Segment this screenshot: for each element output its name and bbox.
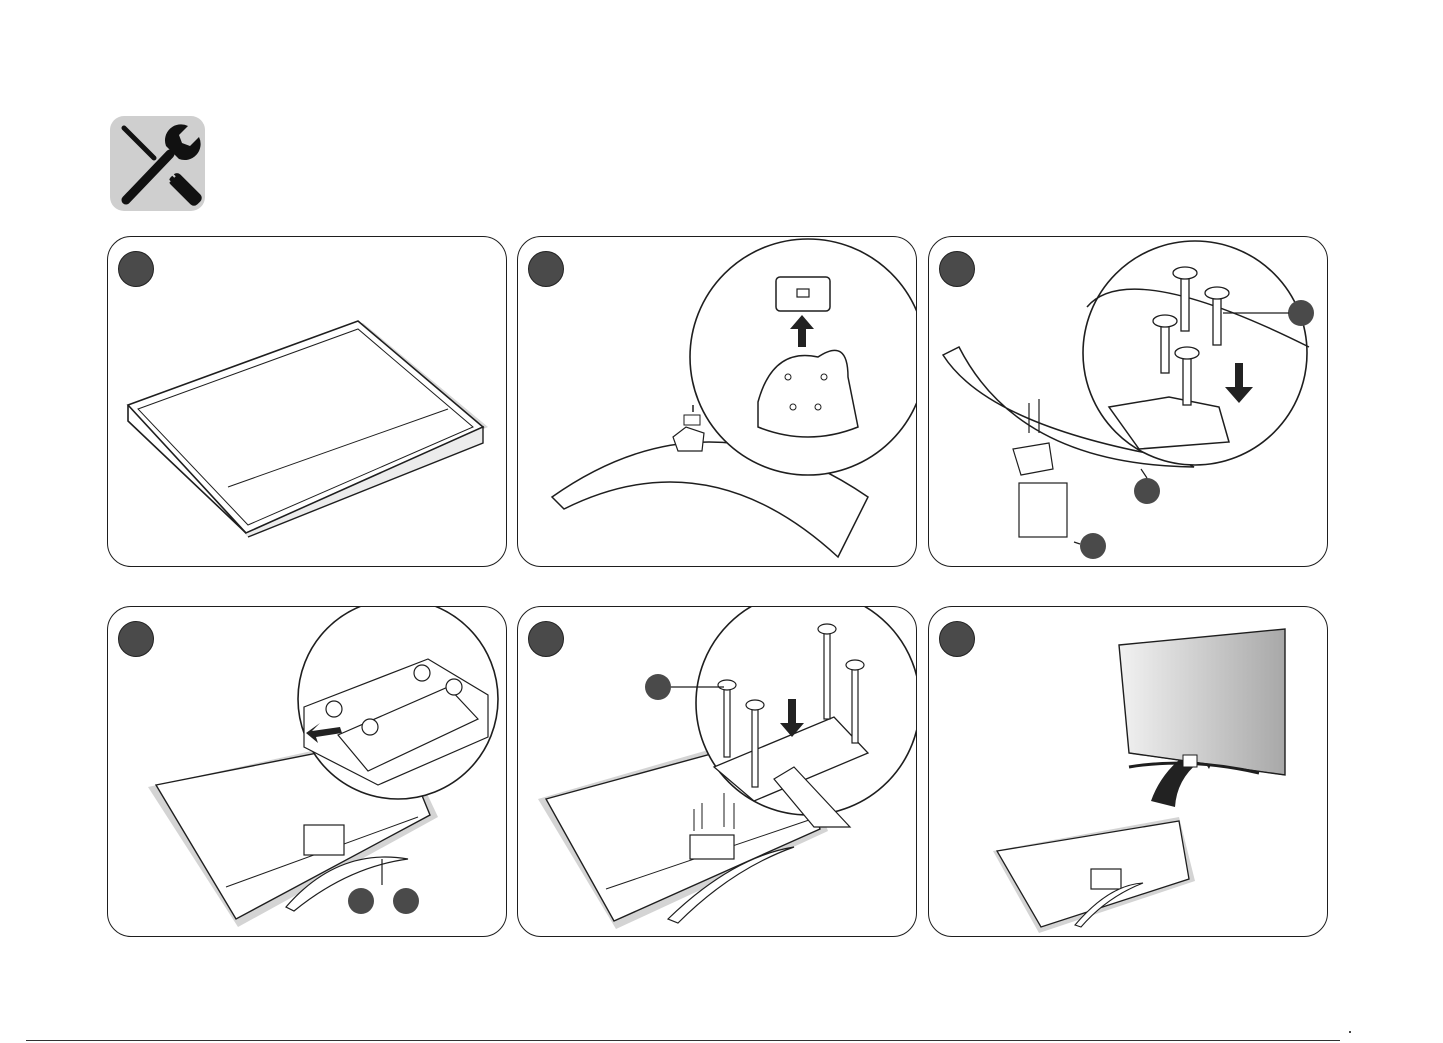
corner-mark xyxy=(1349,1031,1351,1033)
step-3-panel xyxy=(928,236,1328,567)
step-2-panel xyxy=(517,236,917,567)
stand-screw-assembly-icon xyxy=(929,237,1328,567)
attach-stand-to-tv-icon xyxy=(108,607,507,937)
stand-base-cover-icon xyxy=(518,237,917,567)
step-5-panel xyxy=(517,606,917,937)
lift-tv-upright-icon xyxy=(929,607,1328,937)
tools-icon xyxy=(110,116,205,211)
step-6-panel xyxy=(928,606,1328,937)
step-4-panel xyxy=(107,606,507,937)
footer-rule xyxy=(26,1040,1340,1041)
screw-stand-to-tv-icon xyxy=(518,607,917,937)
tv-in-packaging-icon xyxy=(108,237,507,567)
step-1-panel xyxy=(107,236,507,567)
